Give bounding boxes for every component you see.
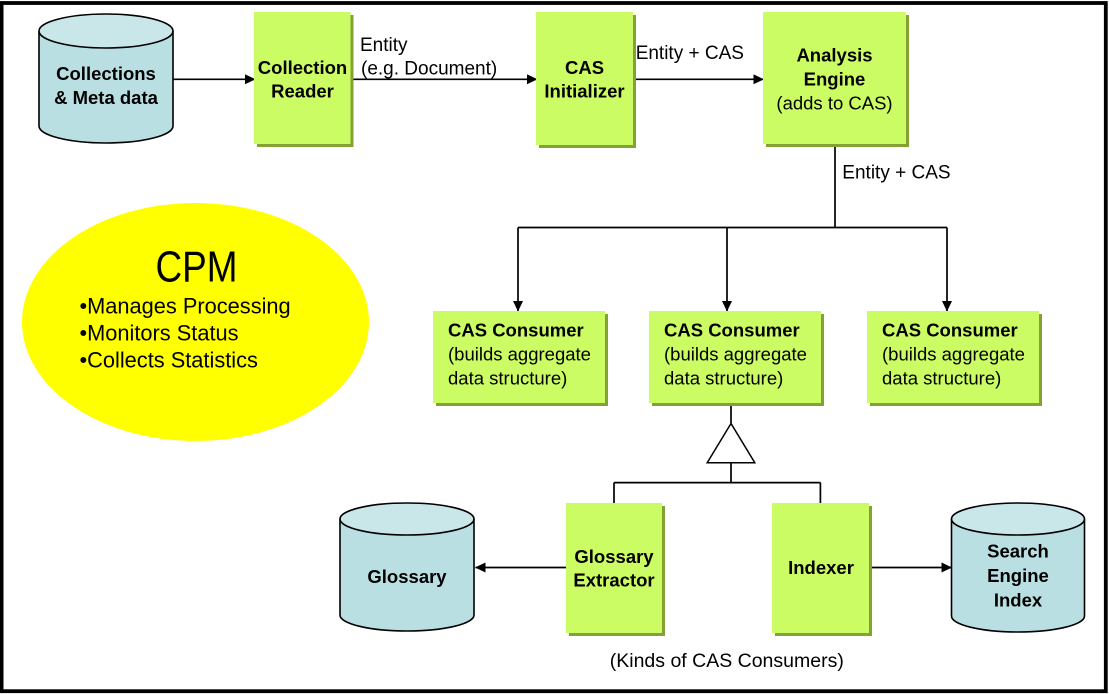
svg-text:Entity + CAS: Entity + CAS: [842, 162, 950, 183]
svg-text:•Monitors Status: •Monitors Status: [80, 321, 239, 346]
svg-text:Indexer: Indexer: [788, 557, 854, 578]
svg-text:CAS: CAS: [565, 57, 604, 78]
svg-text:(e.g. Document): (e.g. Document): [361, 59, 497, 80]
svg-text:Initializer: Initializer: [544, 81, 624, 102]
svg-text:Glossary: Glossary: [574, 546, 654, 567]
svg-text:Collection: Collection: [258, 57, 347, 78]
svg-text:Reader: Reader: [271, 81, 334, 102]
svg-text:Engine: Engine: [987, 565, 1049, 586]
svg-text:Glossary: Glossary: [367, 566, 447, 587]
svg-text:data structure): data structure): [882, 368, 1001, 389]
svg-text:Search: Search: [987, 541, 1049, 562]
svg-text:Entity + CAS: Entity + CAS: [636, 43, 744, 64]
svg-text:(builds aggregate: (builds aggregate: [664, 344, 807, 365]
svg-text:Index: Index: [994, 590, 1043, 611]
svg-text:Engine: Engine: [804, 69, 866, 90]
svg-text:data structure): data structure): [664, 368, 783, 389]
svg-text:Analysis: Analysis: [796, 45, 872, 66]
svg-text:•Manages Processing: •Manages Processing: [80, 294, 291, 319]
svg-text:CPM: CPM: [156, 244, 238, 292]
svg-text:(builds aggregate: (builds aggregate: [448, 344, 591, 365]
svg-text:CAS Consumer: CAS Consumer: [882, 320, 1018, 341]
svg-text:•Collects Statistics: •Collects Statistics: [80, 348, 259, 373]
svg-text:& Meta data: & Meta data: [54, 87, 159, 108]
svg-text:(Kinds of CAS Consumers): (Kinds of CAS Consumers): [610, 650, 844, 672]
svg-text:data structure): data structure): [448, 368, 567, 389]
svg-text:(adds to CAS): (adds to CAS): [776, 93, 892, 114]
svg-text:CAS Consumer: CAS Consumer: [448, 320, 584, 341]
svg-text:Extractor: Extractor: [573, 570, 654, 591]
svg-text:Collections: Collections: [56, 63, 156, 84]
svg-text:Entity: Entity: [360, 35, 408, 56]
svg-text:CAS Consumer: CAS Consumer: [664, 320, 800, 341]
svg-text:(builds aggregate: (builds aggregate: [882, 344, 1025, 365]
